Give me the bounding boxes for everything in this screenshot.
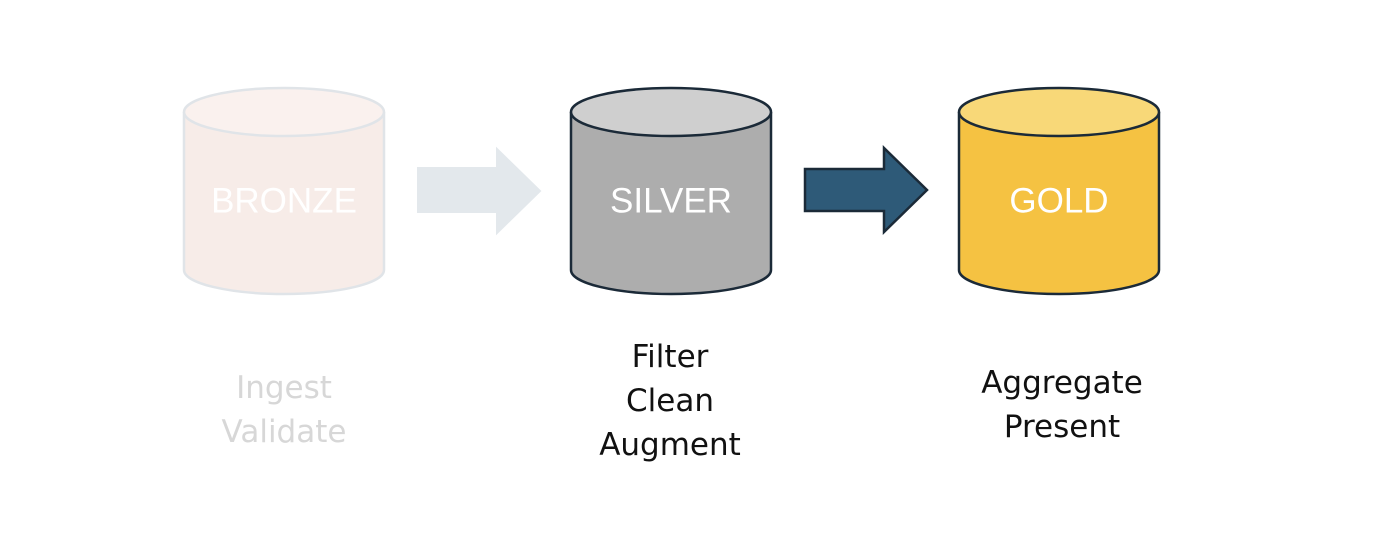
silver-step: Clean [626,383,714,419]
gold-cylinder: GOLD [957,86,1161,296]
silver-to-gold-arrow [803,145,929,235]
silver-step: Filter [631,339,709,375]
silver-cylinder-label: SILVER [610,181,732,220]
gold-cylinder-body [957,112,1161,296]
silver-cylinder-top [569,86,773,138]
gold-step: Present [1003,409,1121,445]
silver-cylinder: SILVER [569,86,773,296]
bronze-steps: Ingest Validate [154,366,414,454]
bronze-to-silver-arrow [417,146,542,236]
bronze-cylinder-body [182,112,386,296]
gold-cylinder-top [957,86,1161,138]
bronze-step: Validate [221,414,347,450]
gold-steps: Aggregate Present [932,361,1192,449]
gold-cylinder-label: GOLD [1009,181,1108,220]
silver-step: Augment [599,427,741,463]
gold-step: Aggregate [981,365,1143,401]
bronze-cylinder: BRONZE [182,86,386,296]
silver-cylinder-body [569,112,773,296]
bronze-cylinder-label: BRONZE [211,181,357,220]
bronze-step: Ingest [236,370,332,406]
bronze-cylinder-top [182,86,386,138]
silver-steps: Filter Clean Augment [540,335,800,467]
